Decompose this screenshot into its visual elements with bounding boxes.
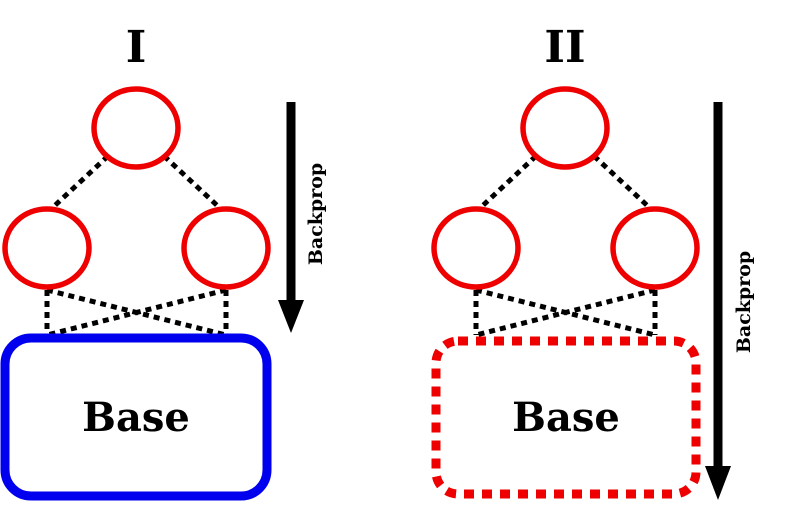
panel-1-root-node bbox=[91, 86, 181, 170]
panel-2-edge-right-base-left bbox=[475, 287, 656, 338]
panel-2-left-node bbox=[431, 206, 521, 290]
panel-2: II Base Backprop bbox=[431, 22, 755, 500]
panel-2-backprop-label: Backprop bbox=[733, 251, 755, 353]
panel-2-base-label: Base bbox=[512, 394, 620, 441]
panel-1-title: I bbox=[126, 22, 147, 73]
panel-1-edge-right-base-left bbox=[46, 287, 227, 338]
panel-1-edges bbox=[44, 154, 229, 338]
panel-2-edge-root-left bbox=[476, 154, 538, 212]
panel-1-edge-root-left bbox=[48, 154, 110, 212]
panel-2-title: II bbox=[544, 22, 585, 73]
panel-1-left-node bbox=[2, 206, 92, 290]
panel-2-right-node bbox=[610, 206, 700, 290]
panel-1-backprop-label: Backprop bbox=[305, 163, 327, 265]
panel-1-arrow-head bbox=[278, 300, 304, 333]
panel-2-edge-root-right bbox=[592, 154, 654, 212]
panel-1-right-node bbox=[181, 206, 271, 290]
panel-2-arrow-head bbox=[705, 466, 731, 500]
panel-2-edges bbox=[473, 154, 658, 338]
panel-1-base-label: Base bbox=[82, 394, 190, 441]
panel-2-backprop-arrow bbox=[705, 102, 731, 500]
panel-2-root-node bbox=[520, 86, 610, 170]
panel-1-edge-root-right bbox=[162, 154, 224, 212]
panel-2-base-box bbox=[431, 336, 701, 499]
panel-1-backprop-arrow bbox=[278, 102, 304, 333]
panel-1-nodes bbox=[2, 86, 271, 290]
panel-1: I Base Backprop bbox=[0, 22, 327, 501]
panel-2-nodes bbox=[431, 86, 700, 290]
panel-1-base-box bbox=[0, 333, 272, 501]
